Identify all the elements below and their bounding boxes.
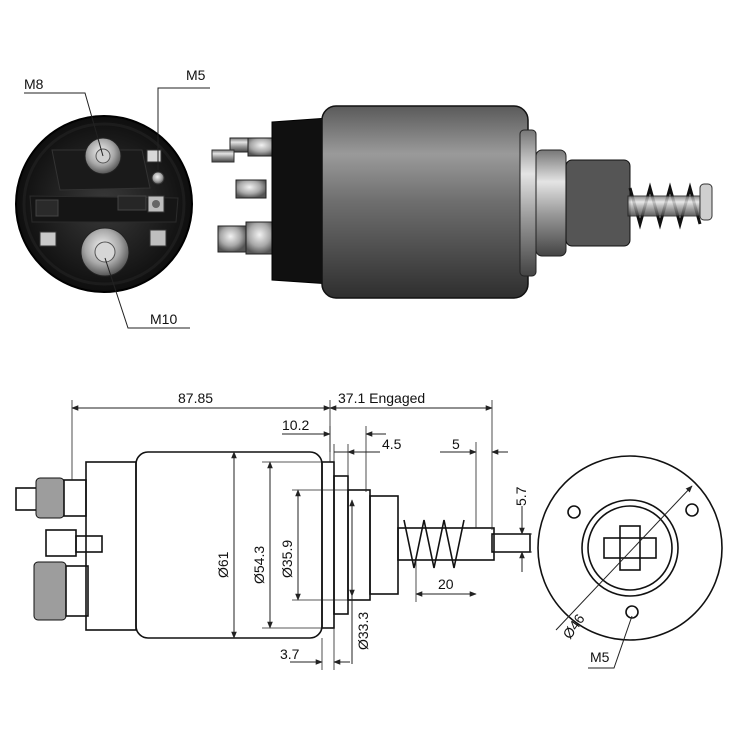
m10-label: M10	[150, 311, 177, 327]
dim-10-2: 10.2	[282, 417, 386, 492]
end-view-m5-label: M5	[590, 649, 610, 665]
terminal-cap-outline	[85, 461, 137, 631]
m5-hole	[625, 605, 639, 619]
mount-hole-left	[567, 505, 581, 519]
plunger-slot-h	[603, 537, 657, 559]
solenoid-body	[321, 105, 529, 299]
dim-dia-33-3-label: Ø33.3	[355, 612, 371, 650]
terminal-end-view-photo	[15, 115, 193, 293]
dim-5-7-label: 5.7	[513, 486, 529, 506]
photo-callout-m5: M5	[157, 67, 210, 170]
dim-dia-54-3: Ø54.3	[251, 461, 330, 629]
dim-dia-61-label: Ø61	[215, 551, 231, 578]
dim-5-label: 5	[452, 436, 460, 452]
end-view-outer-circle	[537, 455, 723, 641]
m10-terminal-nut	[80, 227, 130, 277]
dim-stroke-engaged: 37.1 Engaged	[329, 390, 493, 530]
bracket-tab	[39, 231, 57, 247]
plunger-slot-v	[619, 525, 641, 571]
dim-20: 20	[415, 560, 477, 602]
dim-dia-46-label: Ø46	[559, 611, 587, 642]
dim-dia-33-3: Ø33.3	[349, 499, 371, 664]
dim-3-7-label: 3.7	[280, 646, 300, 662]
dim-20-label: 20	[438, 576, 454, 592]
dim-dia-35-9: Ø35.9	[279, 489, 348, 601]
dim-dia-61: Ø61	[215, 451, 237, 639]
dim-stroke-engaged-label: 37.1 Engaged	[338, 390, 425, 406]
dim-5-7: 5.7	[494, 486, 532, 572]
terminal-studs-outline	[15, 477, 103, 621]
end-view-callout-m5: M5	[588, 615, 633, 669]
dim-4-5-label: 4.5	[382, 436, 402, 452]
dim-length-overall: 87.85	[71, 390, 331, 480]
mount-hole-right	[685, 503, 699, 517]
drawing-end-view	[537, 455, 723, 641]
dim-5: 5	[440, 436, 508, 528]
m5-label: M5	[186, 67, 206, 83]
dim-dia-54-3-label: Ø54.3	[251, 546, 267, 584]
spring-outline	[403, 519, 465, 569]
solenoid-side-photo	[211, 105, 713, 299]
dim-10-2-label: 10.2	[282, 417, 309, 433]
dim-dia-46: Ø46	[555, 485, 693, 642]
dim-3-7: 3.7	[280, 628, 350, 670]
photo-callout-m8: M8	[24, 76, 104, 157]
drawing-side-elevation	[15, 451, 531, 639]
m8-label: M8	[24, 76, 44, 92]
dim-length-overall-label: 87.85	[178, 390, 213, 406]
dim-dia-35-9-label: Ø35.9	[279, 540, 295, 578]
dim-4-5: 4.5	[333, 436, 402, 476]
photo-callout-m10: M10	[104, 257, 190, 329]
